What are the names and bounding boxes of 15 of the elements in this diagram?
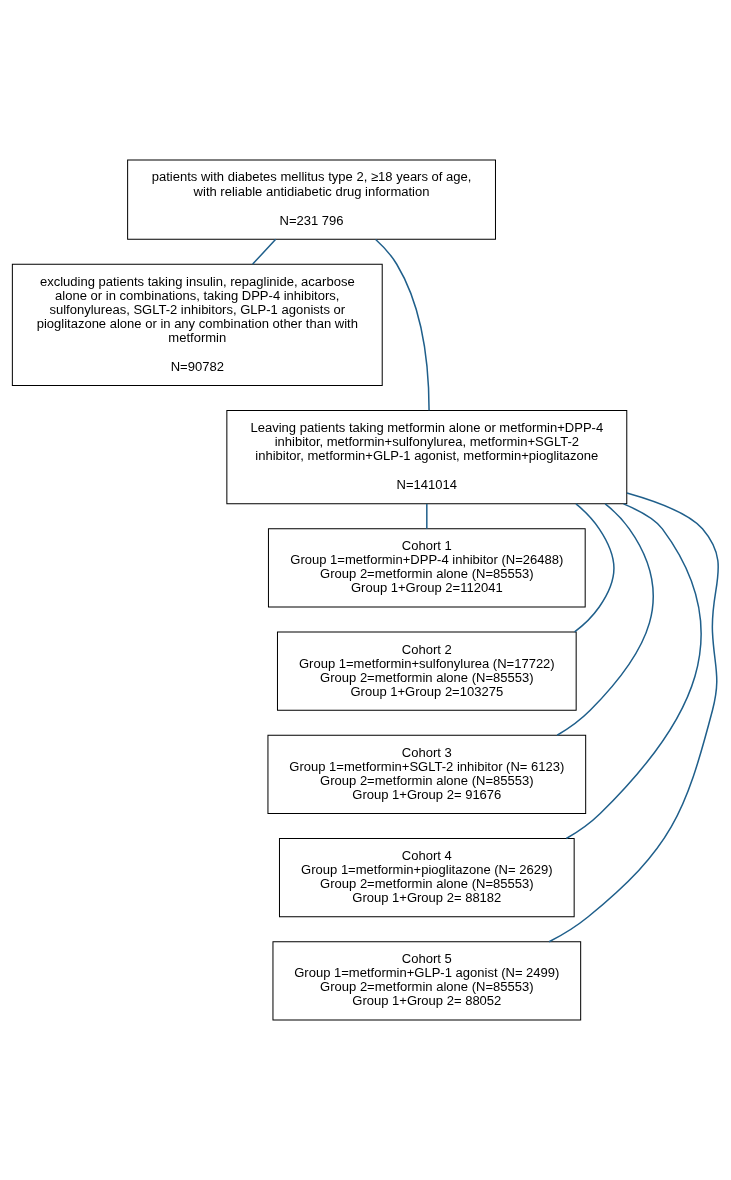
connector [374, 238, 430, 411]
node-box: Cohort 4 Group 1=metformin+pioglitazone (N= 2629) Group 2=metformin alone (N=85553) Group 1+Group 2= 88182 [279, 838, 575, 918]
node-box: patients with diabetes mellitus type 2, ≥18 years of age, with reliable antidiabetic drug information N=231 796 [127, 159, 496, 240]
node-box: Cohort 2 Group 1=metformin+sulfonylurea (N=17722) Group 2=metformin alone (N=85553) Group 1+Group 2=103275 [276, 631, 577, 711]
connector [573, 503, 615, 633]
node-box: excluding patients taking insulin, repaglinide, acarbose alone or in combinations, taking DPP-4 inhibitors, sulfonylureas, SGLT-2 inhibitors, GLP-1 agonists or pioglitazone alone or in any combination other than with metformin N=90782 [11, 263, 383, 387]
node-box: Cohort 5 Group 1=metformin+GLP-1 agonist (N= 2499) Group 2=metformin alone (N=85553) Group 1+Group 2= 88052 [272, 941, 582, 1021]
node-box: Leaving patients taking metformin alone or metformin+DPP-4 inhibitor, metformin+sulfonylurea, metformin+SGLT-2 inhibitor, metformin+GLP-1 agonist, metformin+pioglitazone N=141014 [226, 410, 628, 505]
node-box: Cohort 1 Group 1=metformin+DPP-4 inhibitor (N=26488) Group 2=metformin alone (N=85553) Group 1+Group 2=112041 [267, 528, 586, 608]
connector [565, 503, 702, 840]
node-box: Cohort 3 Group 1=metformin+SGLT-2 inhibitor (N= 6123) Group 2=metformin alone (N=85553) Group 1+Group 2= 91676 [267, 734, 587, 814]
connector [548, 492, 720, 943]
connector [251, 238, 277, 265]
connector [556, 503, 655, 736]
connector [426, 503, 428, 530]
